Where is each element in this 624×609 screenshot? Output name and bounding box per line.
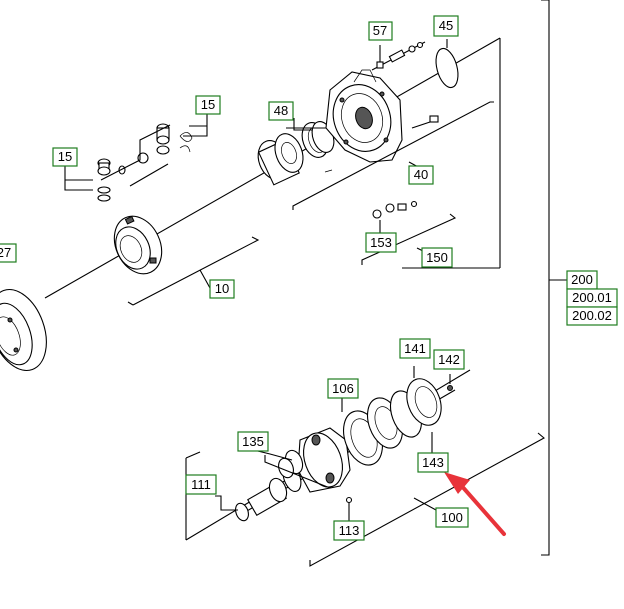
- callout-200: 200: [566, 270, 598, 290]
- callout-200-01: 200.01: [566, 288, 618, 308]
- callout-line-40: [292, 101, 494, 210]
- svg-text:15: 15: [201, 97, 215, 112]
- callout-150: 150: [421, 247, 453, 268]
- callout-10: 10: [209, 279, 235, 299]
- callout-48: 48: [268, 101, 294, 121]
- svg-text:200.02: 200.02: [572, 308, 612, 323]
- part-45-oring: [435, 47, 459, 89]
- red-arrow: [444, 472, 506, 536]
- callout-15b: 15: [195, 95, 221, 115]
- upper-group-outline: [402, 38, 501, 269]
- callout-113: 113: [333, 520, 365, 541]
- callout-200-02: 200.02: [566, 306, 618, 326]
- callout-100: 100: [435, 507, 469, 528]
- svg-text:150: 150: [426, 250, 448, 265]
- callout-40: 40: [408, 165, 434, 185]
- svg-text:200.01: 200.01: [572, 290, 612, 305]
- part-135-carrier: [278, 427, 351, 493]
- callout-15a: 15: [52, 147, 78, 167]
- callout-line-100: [309, 432, 545, 567]
- main-assembly-bracket: [541, 0, 567, 556]
- svg-text:143: 143: [422, 455, 444, 470]
- callout-106: 106: [327, 378, 359, 399]
- svg-text:40: 40: [414, 167, 428, 182]
- svg-text:111: 111: [191, 477, 211, 492]
- part-57-screw: [371, 41, 426, 71]
- svg-text:135: 135: [242, 434, 264, 449]
- callout-153: 153: [365, 232, 397, 253]
- part-15-pins: [97, 123, 193, 202]
- callout-27: 27: [0, 243, 17, 263]
- callout-line-48: [293, 118, 312, 131]
- svg-text:106: 106: [332, 381, 354, 396]
- svg-text:153: 153: [370, 235, 392, 250]
- callout-line-15b: [183, 114, 208, 137]
- svg-text:142: 142: [438, 352, 460, 367]
- part-153-fittings: [372, 200, 418, 219]
- svg-text:10: 10: [215, 281, 229, 296]
- svg-text:27: 27: [0, 245, 11, 260]
- svg-text:45: 45: [439, 18, 453, 33]
- callout-142: 142: [433, 349, 465, 370]
- part-27-hub: [0, 288, 47, 372]
- callout-line-15a: [64, 166, 93, 191]
- part-141-discs: [366, 378, 453, 449]
- callout-141: 141: [399, 338, 431, 359]
- svg-text:48: 48: [274, 103, 288, 118]
- callout-45: 45: [433, 15, 459, 37]
- svg-text:100: 100: [441, 510, 463, 525]
- callout-line-111: [215, 495, 238, 511]
- callout-143: 143: [417, 452, 449, 473]
- callout-111: 111: [185, 474, 217, 495]
- callout-line-10: [132, 236, 260, 306]
- part-40-housing: [325, 69, 439, 163]
- callout-57: 57: [368, 21, 393, 41]
- part-10-bearing: [113, 215, 163, 275]
- svg-text:200: 200: [571, 272, 593, 287]
- svg-text:113: 113: [339, 523, 360, 538]
- svg-text:57: 57: [373, 23, 387, 38]
- callout-line-150: [361, 213, 457, 265]
- svg-text:15: 15: [58, 149, 72, 164]
- svg-text:141: 141: [404, 341, 426, 356]
- callout-135: 135: [237, 431, 269, 452]
